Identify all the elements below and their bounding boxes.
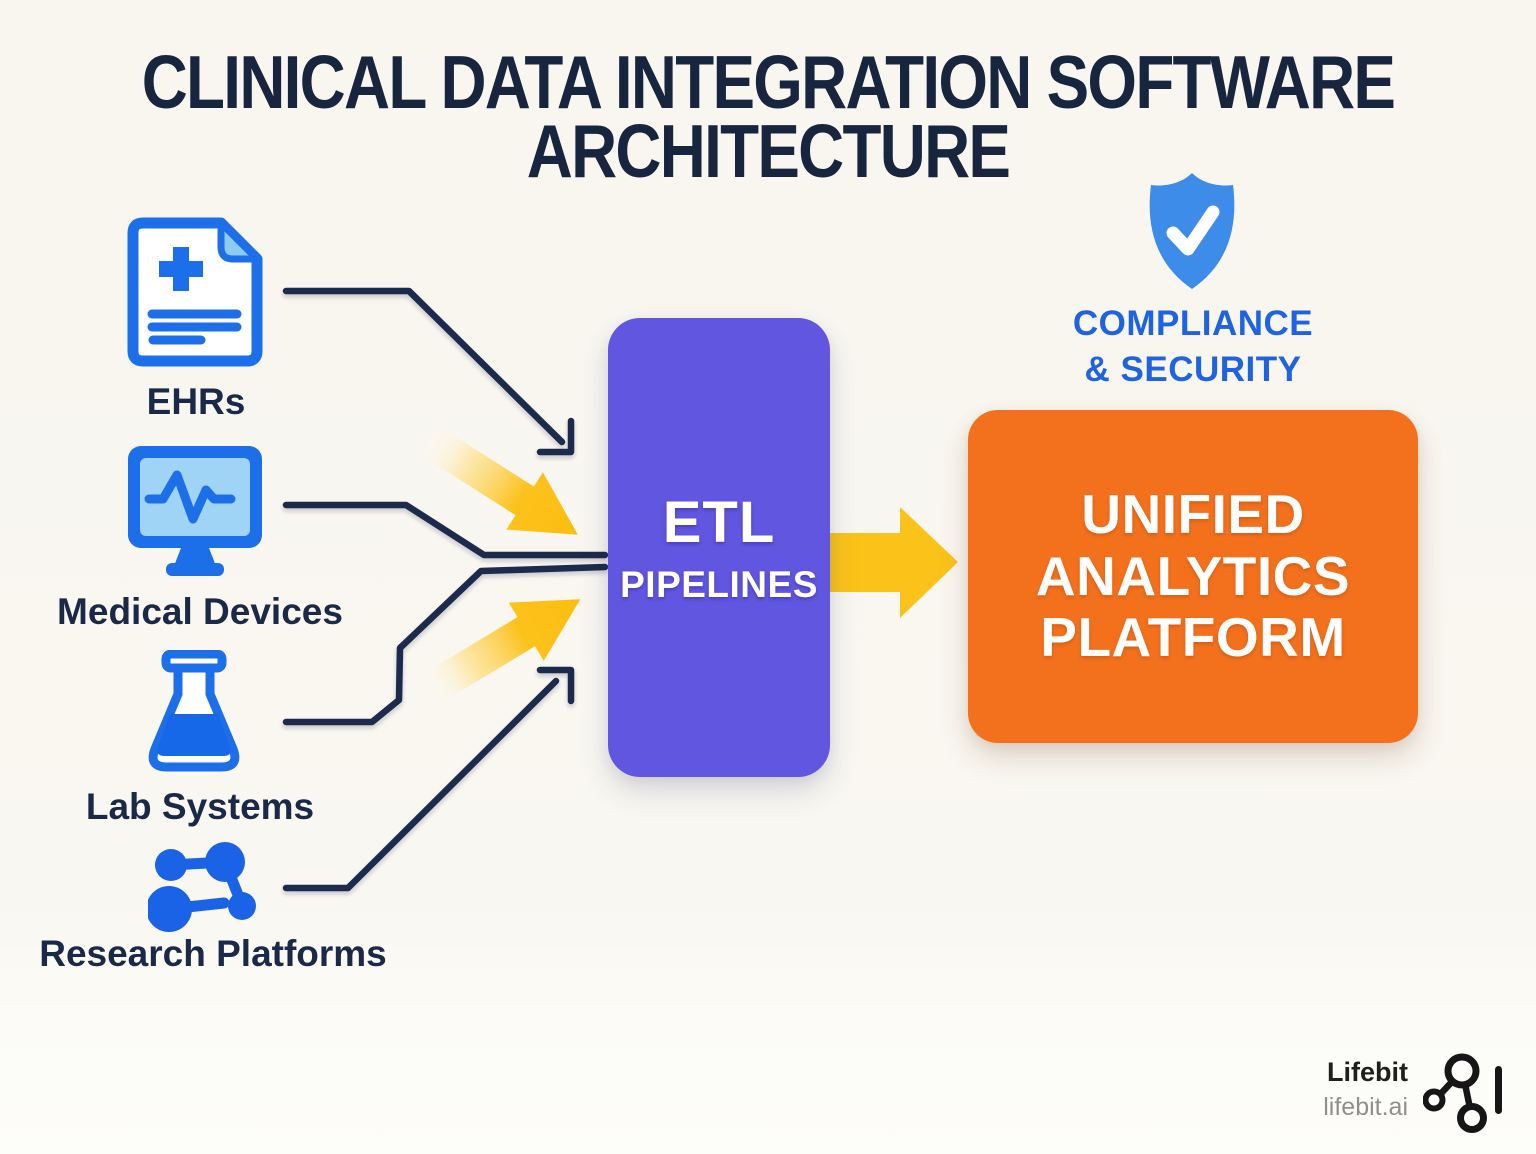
- lifebit-molecule-icon: [1423, 1053, 1502, 1133]
- research-platforms-arrowhead: [536, 666, 575, 705]
- research-platforms-connector-line: [282, 677, 560, 892]
- flow-arrow-upper: [416, 423, 578, 535]
- flow-arrow-lower: [417, 599, 581, 707]
- compliance-security-label: COMPLIANCE & SECURITY: [1020, 301, 1366, 392]
- medical-devices-connector-line: [282, 501, 609, 559]
- etl-box-line1: ETL: [662, 490, 776, 555]
- page-title-line2: ARCHITECTURE: [526, 109, 1011, 193]
- platform-box-line1: UNIFIED: [1081, 483, 1305, 546]
- etl-pipelines-box: ETL PIPELINES: [608, 318, 830, 777]
- etl-to-platform-arrow: [830, 507, 958, 618]
- compliance-label-line1: COMPLIANCE: [1072, 304, 1314, 343]
- navy-connectors: [282, 287, 609, 892]
- source-label-ehrs: EHRs: [146, 381, 246, 422]
- brand-block: Lifebit lifebit.ai: [1258, 1057, 1408, 1121]
- brand-name: Lifebit: [1327, 1057, 1408, 1087]
- molecule-network-icon: [148, 842, 256, 932]
- platform-box-line3: PLATFORM: [1040, 606, 1346, 669]
- compliance-label-line2: & SECURITY: [1084, 349, 1302, 389]
- ehr-arrowhead: [536, 417, 575, 456]
- platform-box-line2: ANALYTICS: [1035, 544, 1351, 607]
- source-label-medical-devices: Medical Devices: [57, 591, 343, 632]
- gradient-flow-arrows: [416, 423, 581, 707]
- patient-monitor-icon: [128, 446, 262, 576]
- shield-check-icon: [1149, 173, 1235, 289]
- source-label-research-platforms: Research Platforms: [39, 933, 387, 974]
- brand-domain: lifebit.ai: [1323, 1092, 1408, 1121]
- page-title-line1: CLINICAL DATA INTEGRATION SOFTWARE: [141, 40, 1396, 124]
- page-title: CLINICAL DATA INTEGRATION SOFTWARE ARCHI…: [115, 40, 1421, 193]
- source-label-lab-systems: Lab Systems: [85, 786, 315, 827]
- ehr-connector-line: [282, 287, 566, 446]
- lab-systems-connector-line: [282, 563, 609, 726]
- unified-analytics-platform-box: UNIFIED ANALYTICS PLATFORM: [968, 410, 1418, 743]
- lab-flask-icon: [148, 650, 240, 772]
- etl-box-line2: PIPELINES: [620, 564, 818, 605]
- medical-document-icon: [127, 217, 263, 367]
